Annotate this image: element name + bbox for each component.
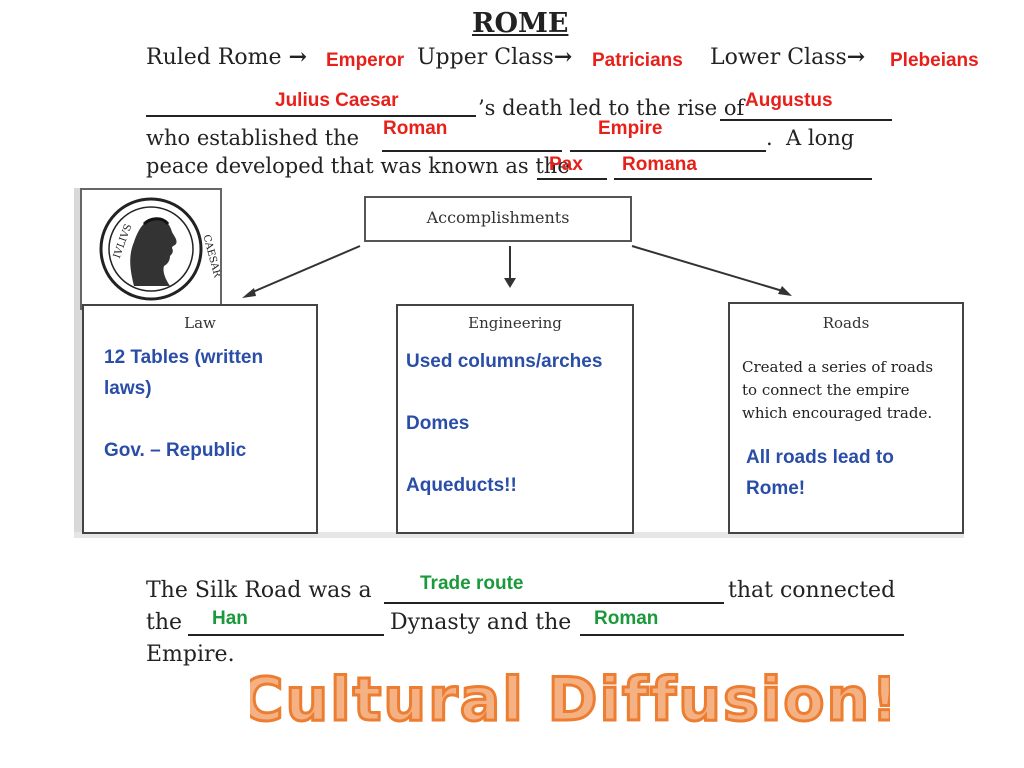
diagram-shade [74,532,964,538]
arrow-icon: → [288,44,307,70]
blank-line [537,178,607,180]
law-title: Law [184,314,216,332]
blank-line [614,178,872,180]
lower-class-text: Lower Class [710,45,847,70]
lower-class-label: Lower Class→ [710,44,865,70]
trade-route-answer: Trade route [420,573,524,594]
roads-answer-1: All roads lead to [746,447,894,468]
julius-caesar-answer: Julius Caesar [275,90,399,111]
law-line-3: Gov. – Republic [104,440,247,461]
blank-line [382,150,562,152]
connector-arrows [242,245,792,298]
roads-desc-3: which encouraged trade. [742,404,933,422]
roads-desc-1: Created a series of roads [742,358,934,376]
blank-line [384,602,724,604]
pax-answer: Pax [549,154,583,175]
accomplishments-header: Accomplishments [426,208,570,227]
paragraph-line-2: who established the [146,126,360,150]
roman-empire-answer: Roman [594,608,659,629]
han-answer: Han [212,608,248,629]
coin-right-text: CAESAR [200,234,220,280]
accomplishments-header-box: Accomplishments [364,196,632,242]
blank-line [570,150,766,152]
law-line-1: 12 Tables (written [104,347,264,368]
page-title: ROME [472,8,569,39]
blank-line [580,634,904,636]
silk-road-line-1: The Silk Road was a [146,578,372,603]
caesar-coin-icon: IVLIVS CAESAR [99,197,222,301]
roads-box: Roads Created a series of roads to conne… [728,302,964,534]
arrow-icon: → [846,44,866,70]
roads-title: Roads [822,314,870,332]
law-answers: 12 Tables (written laws) Gov. – Republic [104,342,263,466]
plebeians-answer: Plebeians [890,50,979,71]
silk-road-line-3: Empire. [146,642,235,667]
roads-desc-2: to connect the empire [742,381,910,399]
paragraph-line-3: peace developed that was known as the [146,154,570,178]
patricians-answer: Patricians [592,50,683,71]
blank-line [188,634,384,636]
silk-road-line-2-mid: Dynasty and the [390,610,572,635]
paragraph-line-2-end: . A long [766,126,855,150]
ruled-rome-label: Ruled Rome → [146,44,307,70]
paragraph-line-1: ’s death led to the rise of [478,96,745,120]
roman-answer: Roman [383,118,448,139]
engineering-box: Engineering Used columns/arches Domes Aq… [396,304,634,534]
ruled-rome-text: Ruled Rome [146,45,282,70]
engineering-title: Engineering [468,314,562,332]
banner-text: Cultural Diffusion! [250,665,890,735]
blank-line [146,115,476,117]
engineering-item-2: Domes [406,413,470,434]
roads-answer-2: Rome! [746,478,806,499]
silk-road-line-2-start: the [146,610,183,635]
roads-answers: All roads lead to Rome! [746,442,894,504]
upper-class-label: Upper Class→ [417,44,572,70]
roads-description: Created a series of roads to connect the… [742,356,933,425]
diagram-shade [74,188,82,538]
caesar-coin-frame: IVLIVS CAESAR [80,188,222,310]
empire-answer: Empire [598,118,663,139]
engineering-item-1: Used columns/arches [406,351,603,372]
engineering-item-3: Aqueducts!! [406,475,517,496]
arrow-icon: → [553,44,573,70]
law-line-2: laws) [104,378,152,399]
emperor-answer: Emperor [326,50,405,71]
cultural-diffusion-banner: Cultural Diffusion! [250,664,890,737]
upper-class-text: Upper Class [417,45,554,70]
augustus-answer: Augustus [745,90,833,111]
romana-answer: Romana [622,154,697,175]
engineering-answers: Used columns/arches Domes Aqueducts!! [406,346,602,501]
silk-road-line-1-end: that connected [728,578,896,603]
blank-line [720,119,892,121]
law-box: Law 12 Tables (written laws) Gov. – Repu… [82,304,318,534]
